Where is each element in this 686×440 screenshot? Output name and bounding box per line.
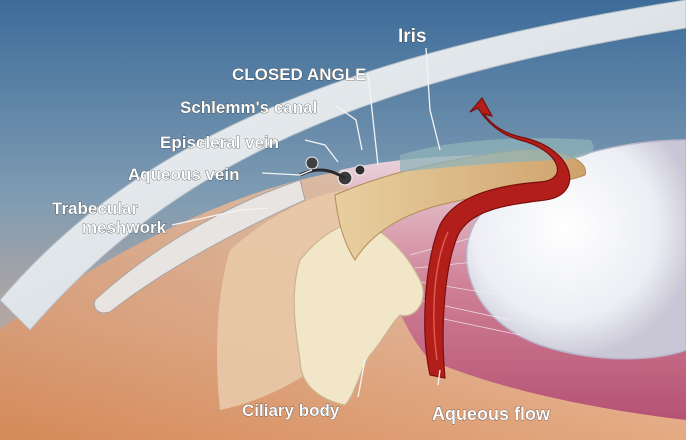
label-aqueous-flow: Aqueous flow xyxy=(432,404,551,424)
label-schlemms-canal: Schlemm's canal xyxy=(180,98,317,117)
label-iris: Iris xyxy=(398,26,427,47)
label-aqueous-vein: Aqueous vein xyxy=(128,165,239,184)
label-meshwork: meshwork xyxy=(82,218,167,237)
label-ciliary-body: Ciliary body xyxy=(242,401,340,420)
label-closed-angle: CLOSED ANGLE xyxy=(232,65,366,84)
label-trabecular: Trabecular xyxy=(52,199,138,218)
label-episcleral-vein: Episcleral vein xyxy=(160,133,279,152)
